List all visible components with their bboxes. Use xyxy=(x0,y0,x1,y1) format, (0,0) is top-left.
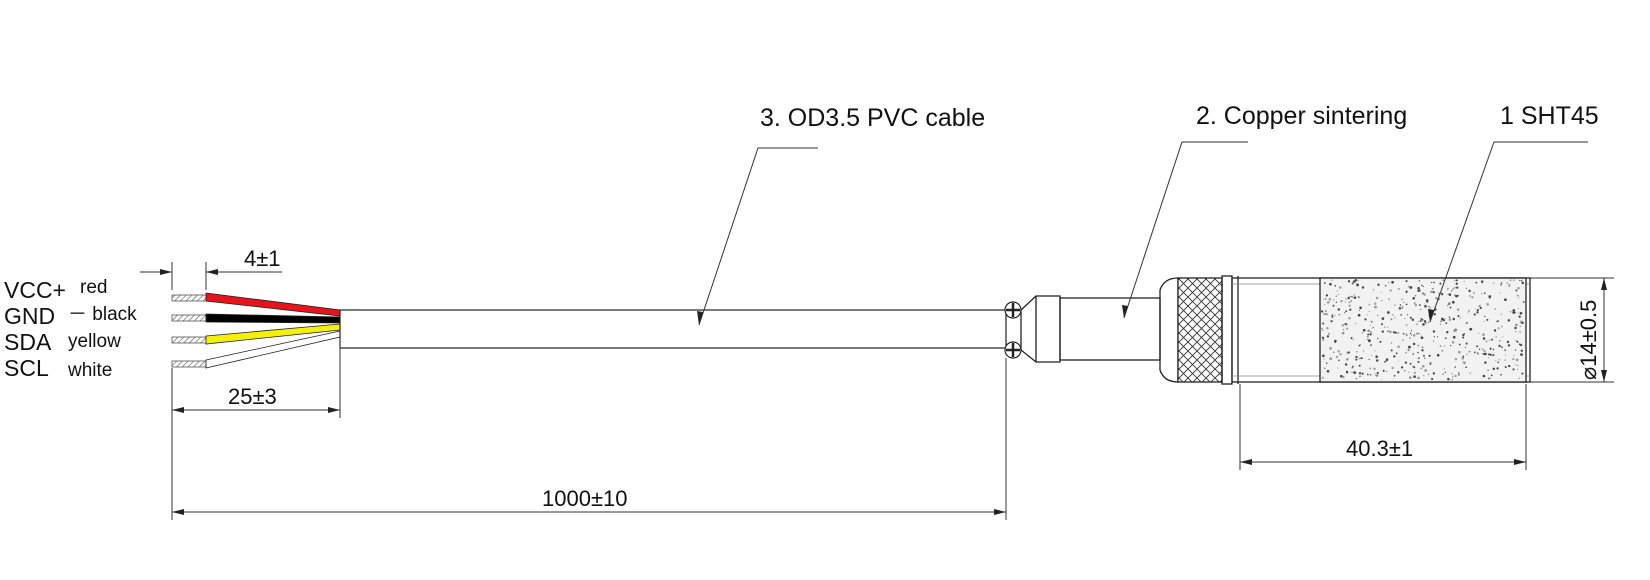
pvc-cable xyxy=(339,309,1007,349)
dim-lead-length: 25±3 xyxy=(228,384,277,409)
pin-color-white: white xyxy=(67,360,112,381)
dim-cable-length: 1000±10 xyxy=(542,486,628,511)
pin-color-yellow: yellow xyxy=(68,331,121,352)
wire-black xyxy=(171,313,341,324)
dimension-lines xyxy=(140,262,1614,520)
pin-color-red: red xyxy=(80,277,107,298)
callout-leaders xyxy=(697,141,1588,326)
dim-probe-length: 40.3±1 xyxy=(1346,436,1413,461)
pin-signal-gnd: GND xyxy=(4,303,55,329)
dim-diameter: ⌀14±0.5 xyxy=(1576,300,1601,380)
wire-red xyxy=(171,292,341,317)
sintered-filter xyxy=(1319,277,1527,383)
pin-signal-vcc: VCC+ xyxy=(4,277,66,303)
callout-sensor: 1 SHT45 xyxy=(1500,102,1599,130)
callout-cable: 3. OD3.5 PVC cable xyxy=(760,104,985,132)
pin-color-black: － black xyxy=(68,304,137,325)
dim-strip-length: 4±1 xyxy=(244,246,281,271)
pin-signal-sda: SDA xyxy=(4,329,52,355)
pin-signal-scl: SCL xyxy=(4,355,49,381)
wire-leads xyxy=(171,292,341,369)
pin-table: VCC+ GND SDA SCL red － black yellow whit… xyxy=(4,277,137,381)
cable-clamp xyxy=(1004,301,1022,359)
callout-sintering: 2. Copper sintering xyxy=(1196,102,1407,130)
